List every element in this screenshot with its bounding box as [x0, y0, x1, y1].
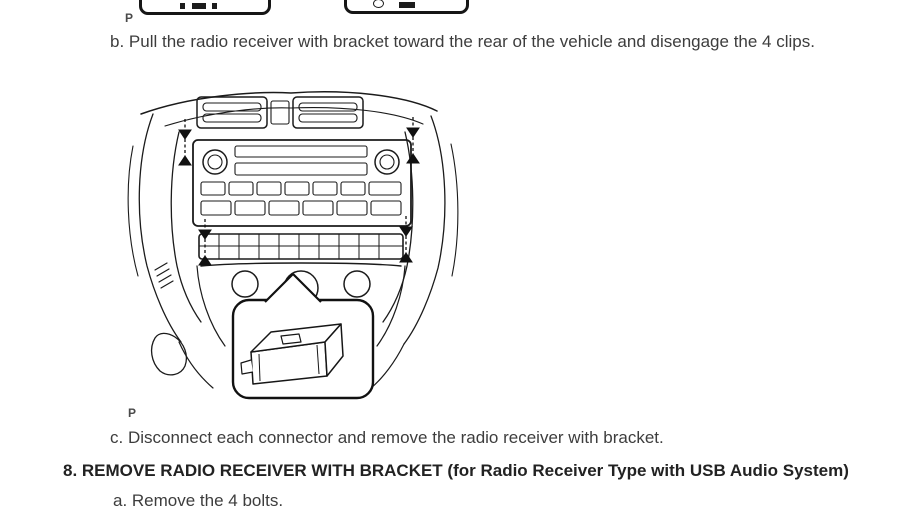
previous-figure-crop-left	[139, 0, 271, 15]
crop-glyph	[373, 0, 384, 8]
connector-callout	[231, 273, 375, 400]
connector-block	[240, 323, 344, 385]
step-8a-text: a. Remove the 4 bolts.	[113, 491, 284, 510]
hatch-marks	[154, 262, 174, 289]
figure-p-label-top: P	[125, 11, 134, 25]
step-b-text: b. Pull the radio receiver with bracket …	[110, 32, 815, 51]
figure-p-label: P	[128, 406, 137, 420]
dashboard-linework	[127, 91, 459, 389]
radio-removal-figure	[113, 84, 469, 406]
crop-glyph	[192, 3, 206, 9]
dashboard-diagram	[127, 91, 459, 400]
step-8-heading: 8. REMOVE RADIO RECEIVER WITH BRACKET (f…	[63, 461, 849, 480]
crop-glyph	[212, 3, 217, 9]
previous-figure-crop-right	[344, 0, 469, 14]
clip-arrows	[178, 117, 420, 266]
crop-glyph	[180, 3, 185, 9]
step-c-text: c. Disconnect each connector and remove …	[110, 428, 664, 447]
crop-glyph	[399, 2, 415, 8]
